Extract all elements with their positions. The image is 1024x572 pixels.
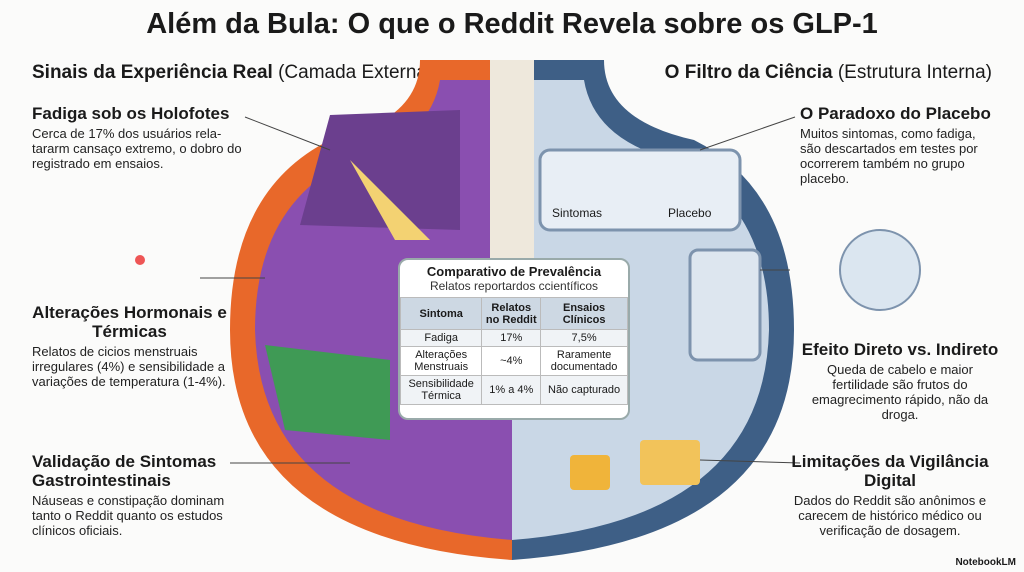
filter-label-placebo: Placebo: [668, 206, 712, 220]
page-title: Além da Bula: O que o Reddit Revela sobr…: [146, 8, 878, 40]
table-title: Comparativo de Prevalência: [426, 264, 602, 279]
table-row: Alterações Menstruais~4%Raramente docume…: [400, 346, 628, 376]
col-header: Relatos no Reddit: [481, 297, 542, 330]
left-section-title: Sinais da Experiência Real (Camada Exter…: [32, 62, 434, 83]
col-header: Sintoma: [400, 297, 483, 330]
right-section-title: O Filtro da Ciência (Estrutura Interna): [664, 62, 992, 83]
prevalence-table: Comparativo de Prevalência Relatos repor…: [398, 258, 630, 420]
brand-logo: NotebookLM: [955, 557, 1016, 568]
table-subtitle: Relatos reportardos ccientíficos: [429, 279, 599, 293]
filter-label-sintomas: Sintomas: [552, 206, 603, 220]
col-header: Ensaios Clínicos: [540, 297, 628, 330]
